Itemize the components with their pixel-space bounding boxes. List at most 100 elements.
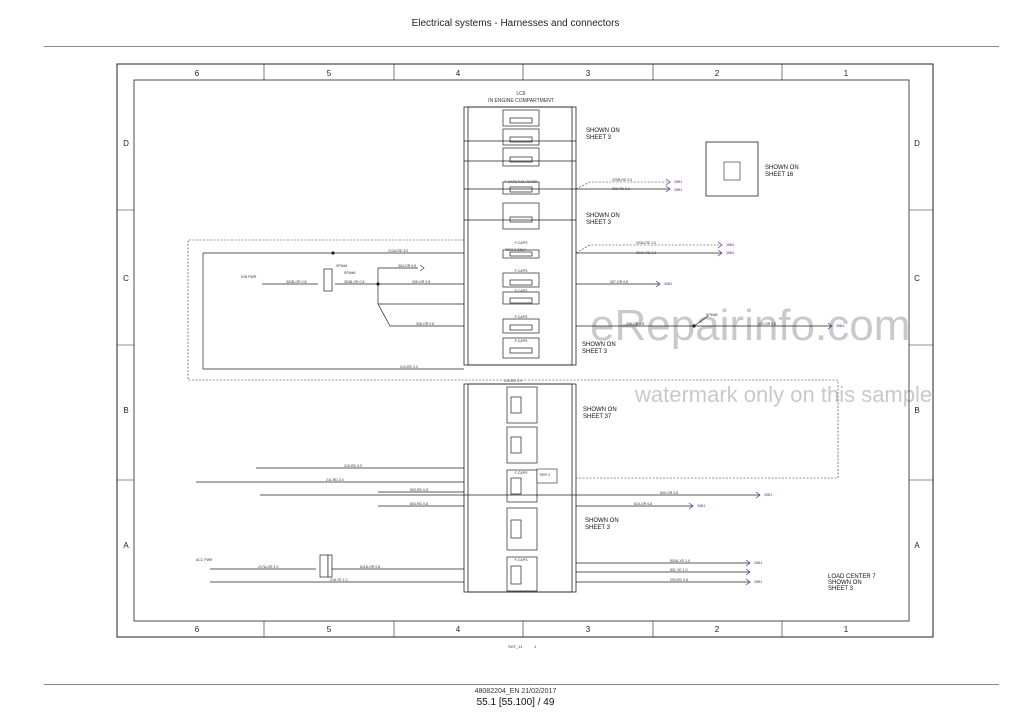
grid-col-top-1: 5 (327, 69, 332, 78)
fuse-blocks-upper (502, 109, 540, 359)
grid-col-bottom-1: 5 (327, 625, 332, 634)
tier2-only-label: TIER 2 ONLY (505, 248, 527, 252)
splice-label-3: SPM#8 (706, 313, 718, 317)
dest-tag-1: 38B4 (674, 180, 682, 184)
wire-212: 212A-RD 3.0 (388, 249, 408, 253)
splice-dot-1 (331, 251, 335, 255)
grid-col-top-0: 6 (195, 69, 200, 78)
fuse-label-7: F-CAPS (515, 471, 529, 475)
wire-306: 306-OR 0.8 (416, 322, 434, 326)
wire-302: 302B-OR 0.8 (286, 280, 306, 284)
splice-label-2: SPM#6 (344, 271, 356, 275)
wire-308: 308-OR 0.8 (626, 322, 644, 326)
wire-209: 209-RD 0.8 (670, 578, 688, 582)
dashed-harness (187, 181, 839, 479)
grid-row-right-1: C (914, 274, 920, 283)
wire-217: 217A-OR 1.0 (258, 565, 278, 569)
wire-304: 304-OR 0.8 (398, 264, 416, 268)
splice-dot-3 (692, 324, 696, 328)
grid-col-bottom-3: 3 (586, 625, 591, 634)
load-center-1: LOAD CENTER 7 (828, 574, 876, 580)
wire-402: 402-OR 0.8 (758, 322, 776, 326)
acc-pwr-label: ACC PWR (196, 558, 213, 562)
wire-211: 211-RD 3.0 (326, 478, 344, 482)
shown-on-sheet3-b-2: SHEET 3 (586, 220, 612, 226)
shown-on-sheet37-1: SHOWN ON (583, 407, 617, 413)
wire-214: 214-RD 3.0 (400, 365, 418, 369)
dest-tag-8: 38B4 (697, 504, 705, 508)
fuse-label-5: F-CAPS (515, 315, 529, 319)
shown-on-sheet3-b-1: SHOWN ON (586, 213, 620, 219)
shown-on-sheet3-d-2: SHEET 3 (585, 525, 611, 531)
grid-dividers (117, 64, 933, 637)
shown-on-sheet3-d-1: SHOWN ON (585, 518, 619, 524)
wire-803: 803-RD 0.8 (410, 488, 428, 492)
wire-305: 305-OR 0.8 (412, 280, 430, 284)
fuse-label-1: F-CAPS ECU NOISE (504, 180, 538, 184)
wire-203: 203A-RD 1.0 (636, 241, 656, 245)
watermark-url: eRepairinfo.com (590, 301, 910, 350)
grid-row-right-0: D (914, 139, 920, 148)
wire-303: 303B-OR 0.8 (344, 280, 364, 284)
footer-rule (44, 684, 999, 685)
grid-col-bottom-2: 4 (456, 625, 461, 634)
shown-on-sheet3-a-1: SHOWN ON (586, 128, 620, 134)
wire-804: 804-RD 0.8 (410, 502, 428, 506)
shown-on-sheet16-1: SHOWN ON (765, 165, 799, 171)
wire-611: 611B-OR 0.8 (360, 565, 380, 569)
grid-col-bottom-0: 6 (195, 625, 200, 634)
grid-col-bottom-5: 1 (844, 625, 849, 634)
dest-tag-9: 38B4 (754, 561, 762, 565)
dest-tag-7: 38B4 (764, 493, 772, 497)
shown-on-sheet37-2: SHEET 37 (583, 414, 612, 420)
grid-row-left-1: C (123, 274, 129, 283)
wire-210: 210-RD 3.0 (344, 464, 362, 468)
tier2-box (536, 468, 558, 484)
grid-col-top-4: 2 (715, 69, 720, 78)
lc7-lower-housing (463, 383, 577, 593)
grid-row-right-3: A (914, 541, 920, 550)
wire-610: 610-OR 0.8 (634, 502, 652, 506)
ign-pwr-label: IGN PWR (241, 275, 257, 279)
header-rule (44, 46, 999, 47)
page-title: Electrical systems - Harnesses and conne… (411, 18, 620, 29)
lc6-upper-housing (463, 106, 577, 366)
connector-left-c (319, 268, 333, 578)
load-center-2: SHOWN ON (828, 580, 862, 586)
wire-204: 204A-RD 1.0 (636, 251, 656, 255)
grid-row-right-2: B (914, 406, 919, 415)
inner-frame (133, 79, 910, 622)
wire-215: 215-RD 3.0 (504, 379, 522, 383)
outer-frame (116, 63, 934, 638)
shown-on-sheet3-c-1: SHOWN ON (582, 342, 616, 348)
grid-col-top-2: 4 (456, 69, 461, 78)
lc6-title: LC6 (516, 91, 525, 97)
footer-page-number: 55.1 [55.100] / 49 (476, 697, 555, 708)
wire-801: 801-YE 1.0 (670, 568, 688, 572)
grid-row-left-0: D (123, 139, 129, 148)
dest-tag-6: 38B4 (836, 324, 844, 328)
fuse-label-3: F-CAPS (515, 269, 529, 273)
wire-600: 600-OR 0.8 (660, 491, 678, 495)
splice-label-1: SPM#4 (336, 264, 348, 268)
fuse-label-6: F-CAPS (515, 339, 529, 343)
wire-200b: 200B-RD 3.0 (612, 178, 632, 182)
wires (196, 140, 832, 583)
wire-200: 200-RD 3.0 (612, 187, 630, 191)
fuse-label-2: F-CAPS (515, 241, 529, 245)
shown-on-sheet3-a-2: SHEET 3 (586, 135, 612, 141)
relay-coil (723, 161, 741, 181)
grid-col-bottom-4: 2 (715, 625, 720, 634)
fuse-label-8: F-CAPS (515, 558, 529, 562)
lc6-subtitle: IN ENGINE COMPARTMENT (488, 98, 554, 104)
shown-on-sheet16-2: SHEET 16 (765, 172, 794, 178)
sheet-ref: SHT_11 (508, 644, 523, 649)
splice-dot-2 (376, 282, 380, 286)
tier2-box-label: TIER 2 (539, 473, 550, 477)
wire-218: 218-YE 1.0 (330, 578, 348, 582)
grid-col-top-3: 3 (586, 69, 591, 78)
dest-tag-2: 38B4 (674, 188, 682, 192)
grid-row-left-2: B (123, 406, 128, 415)
grid-row-left-3: A (123, 541, 129, 550)
load-center-3: SHEET 3 (828, 586, 854, 592)
